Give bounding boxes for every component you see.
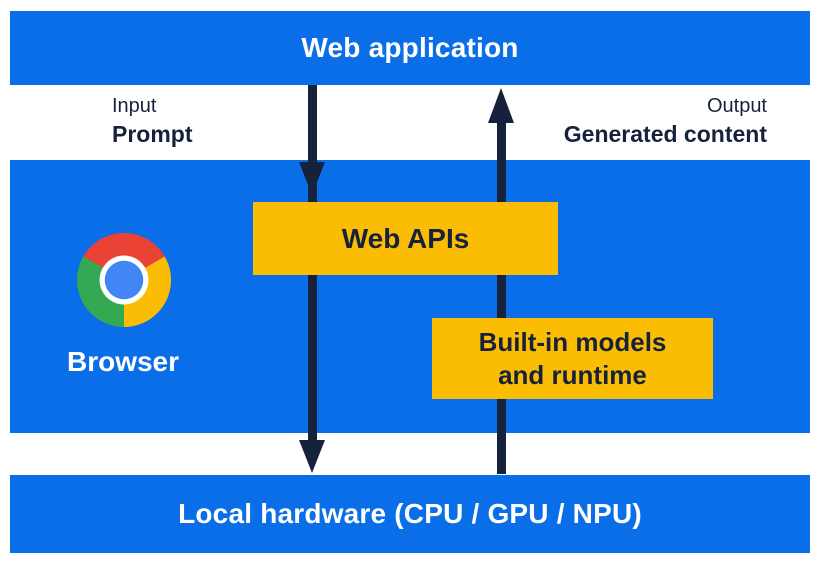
input-flow-arrowhead-to-hardware (299, 440, 325, 473)
web-apis-label: Web APIs (341, 222, 470, 254)
web-application-label: Web application (301, 32, 519, 63)
builtin-models-label-line2: and runtime (498, 359, 647, 390)
input-value-label: Prompt (112, 121, 193, 147)
output-value-label: Generated content (563, 121, 767, 147)
web-application-bar: Web application (10, 11, 810, 85)
output-flow-arrow-shaft (497, 121, 506, 474)
chrome-logo-icon (77, 233, 171, 327)
chrome-logo-center (104, 260, 144, 300)
input-flow-arrowhead-to-web-apis (299, 162, 325, 195)
output-annotation: Output Generated content (564, 93, 767, 148)
browser-label: Browser (66, 346, 180, 377)
builtin-models-label-line1: Built-in models (478, 326, 667, 357)
local-hardware-label: Local hardware (CPU / GPU / NPU) (178, 498, 642, 529)
input-annotation: Input Prompt (112, 93, 193, 148)
output-label: Output (706, 95, 767, 117)
input-label: Input (112, 95, 157, 117)
output-flow-arrowhead-to-web-application (488, 88, 514, 123)
builtin-models-box: Built-in models and runtime (432, 318, 713, 399)
web-apis-box: Web APIs (253, 202, 558, 275)
local-hardware-bar: Local hardware (CPU / GPU / NPU) (10, 475, 810, 553)
